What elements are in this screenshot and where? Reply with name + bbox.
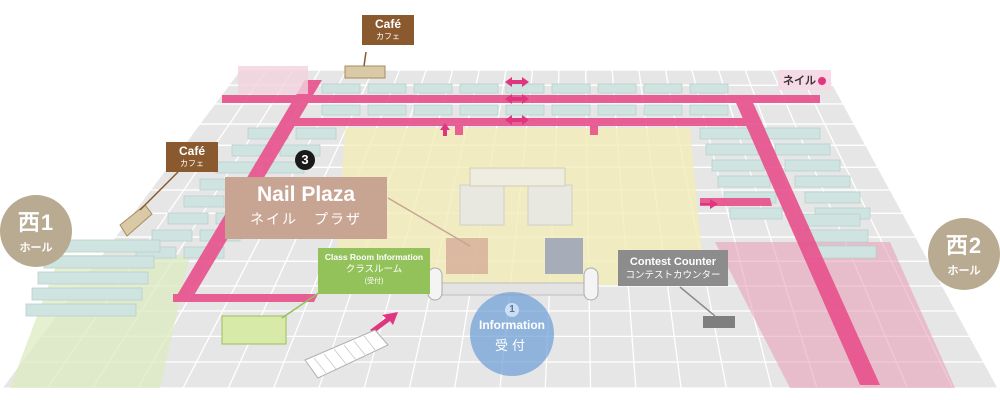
booth bbox=[551, 104, 591, 116]
nail-plaza-number-badge: 3 bbox=[295, 150, 315, 170]
class-room-name: Class Room Information bbox=[324, 252, 424, 262]
nail-logo-text: ネイル bbox=[783, 75, 816, 87]
booth bbox=[459, 83, 499, 94]
cafe-kiosk-top bbox=[344, 65, 386, 79]
hall-east-sub: ホール bbox=[947, 265, 981, 277]
booth bbox=[31, 287, 143, 301]
booth bbox=[25, 303, 137, 317]
contest-counter-label[interactable]: Contest Counter コンテストカウンター bbox=[618, 250, 728, 286]
nail-plaza-zone bbox=[335, 128, 705, 285]
aisle-right-vertical bbox=[733, 96, 880, 385]
booth bbox=[784, 159, 841, 172]
booth bbox=[717, 175, 771, 188]
hall-west-sub: ホール bbox=[19, 242, 53, 254]
booth bbox=[367, 83, 407, 94]
aisle-inner-stub bbox=[590, 118, 598, 135]
booth bbox=[505, 104, 545, 116]
double-arrow-1 bbox=[505, 77, 529, 87]
booth bbox=[183, 195, 225, 208]
booth bbox=[774, 143, 831, 156]
entrance-arrow bbox=[370, 312, 398, 333]
right-arrow-small bbox=[700, 199, 718, 209]
plaza-structure-right bbox=[527, 184, 573, 226]
information-marker[interactable]: 1 Information 受付 bbox=[470, 292, 554, 376]
booth bbox=[37, 271, 149, 285]
cafe-top-name: Café bbox=[374, 17, 401, 31]
grid-line bbox=[824, 69, 999, 389]
top-left-pink-booth bbox=[238, 66, 308, 94]
cafe-left-name: Café bbox=[178, 144, 205, 158]
double-arrow-3 bbox=[505, 115, 529, 125]
cafe-top-label: Café カフェ bbox=[362, 15, 414, 45]
cafe-left-sub: カフェ bbox=[180, 158, 204, 168]
booth bbox=[689, 83, 729, 94]
booth bbox=[643, 104, 683, 116]
pillar-left bbox=[427, 267, 443, 301]
booth bbox=[167, 212, 209, 225]
booth bbox=[699, 127, 753, 140]
booth bbox=[597, 104, 637, 116]
contest-counter-booth bbox=[703, 316, 735, 328]
leader-lines bbox=[139, 51, 716, 319]
class-room-sub: クラスルーム bbox=[345, 263, 403, 275]
nail-plaza-sub: ネイル プラザ bbox=[250, 211, 362, 228]
hall-east-badge: 西2 ホール bbox=[928, 218, 1000, 290]
hall-west-name: 西1 bbox=[17, 210, 55, 235]
booth bbox=[643, 83, 683, 94]
booth bbox=[705, 143, 759, 156]
booth bbox=[459, 104, 499, 116]
booth bbox=[764, 127, 821, 140]
contest-counter-name: Contest Counter bbox=[629, 256, 717, 268]
hall-west-badge: 西1 ホール bbox=[0, 195, 72, 267]
cafe-top-sub: カフェ bbox=[376, 31, 400, 41]
nail-plaza-label[interactable]: Nail Plaza ネイル プラザ bbox=[225, 177, 387, 239]
booth bbox=[711, 159, 765, 172]
booth bbox=[597, 83, 637, 94]
hall-east-name: 西2 bbox=[945, 233, 983, 258]
nail-logo: ネイル bbox=[778, 70, 831, 90]
booth bbox=[413, 104, 453, 116]
double-arrow-2 bbox=[505, 94, 529, 104]
aisle-left-bottom bbox=[173, 294, 318, 302]
cafe-kiosk-left bbox=[119, 204, 153, 237]
up-arrow-small bbox=[440, 123, 450, 136]
escalator bbox=[304, 329, 389, 379]
aisle-center-stub bbox=[455, 118, 463, 135]
booth bbox=[367, 104, 407, 116]
nail-plaza-name: Nail Plaza bbox=[256, 183, 356, 206]
plaza-structure-left bbox=[459, 184, 505, 226]
information-sub: 受付 bbox=[494, 338, 529, 353]
class-room-note: (受付) bbox=[364, 277, 384, 285]
booth bbox=[215, 161, 257, 174]
gray-booth bbox=[545, 238, 583, 274]
escalator-steps bbox=[313, 335, 377, 374]
booth bbox=[321, 83, 361, 94]
booth bbox=[804, 191, 861, 204]
plaza-backdrop bbox=[469, 167, 566, 187]
class-room-label[interactable]: Class Room Information クラスルーム (受付) bbox=[318, 248, 430, 294]
class-room-booth bbox=[221, 315, 287, 345]
nail-logo-dot bbox=[818, 77, 826, 86]
booth bbox=[689, 104, 729, 116]
booth bbox=[295, 127, 337, 140]
contest-counter-sub: コンテストカウンター bbox=[625, 269, 721, 281]
information-name: Information bbox=[479, 318, 545, 332]
booth bbox=[794, 175, 851, 188]
pillar-right bbox=[583, 267, 599, 301]
double-arrows bbox=[370, 77, 718, 333]
booth bbox=[43, 255, 155, 269]
booth bbox=[729, 207, 783, 220]
cafe-left-label: Café カフェ bbox=[166, 142, 218, 172]
booth bbox=[151, 229, 193, 242]
information-number: 1 bbox=[505, 303, 519, 317]
booth bbox=[551, 83, 591, 94]
booth bbox=[321, 104, 361, 116]
booth bbox=[413, 83, 453, 94]
